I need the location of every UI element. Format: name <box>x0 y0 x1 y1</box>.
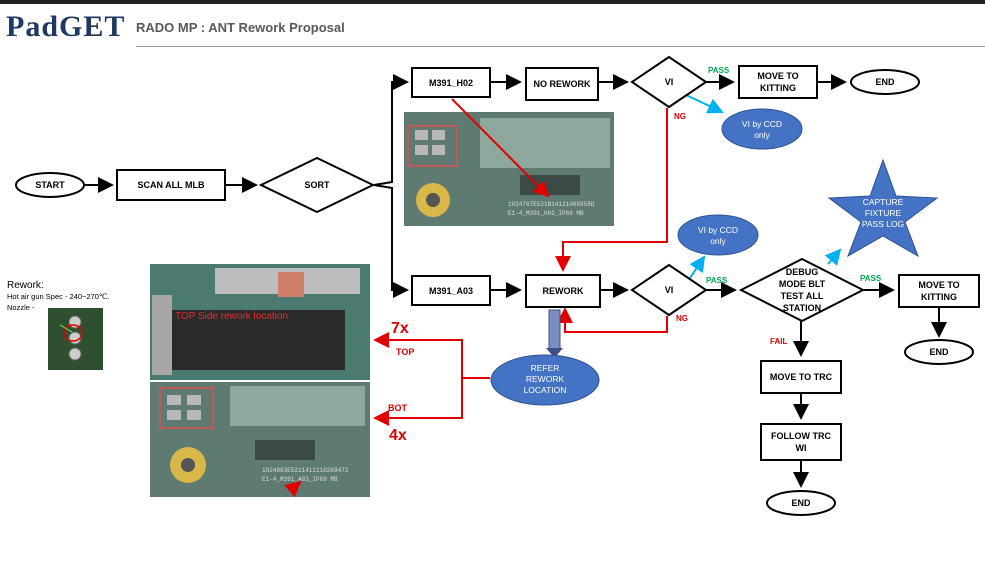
vi-ccd1-line1: VI by CCD <box>742 119 782 129</box>
bot-model: E1-4_M391_A03_IP69 MB <box>262 476 338 483</box>
a03-label: M391_A03 <box>429 286 473 296</box>
pass-label-1: PASS <box>708 66 730 75</box>
vi2-label: VI <box>665 285 674 295</box>
top-label: TOP <box>396 347 414 357</box>
a03-box: M391_A03 <box>411 275 491 306</box>
rework-note: Rework: Hot air gun Spec - 240~270℃. Noz… <box>7 280 152 313</box>
bot-board-photo: 1024983E5211411110269472 E1-4_M391_A03_I… <box>150 382 370 497</box>
end1-label: END <box>875 77 895 87</box>
top-overlay-text: TOP Side rework location <box>175 311 288 322</box>
h02-serial: 1024767E521B14121008958D <box>508 201 595 208</box>
refer-down-arrow <box>546 309 563 358</box>
refer-line1: REFER <box>531 363 560 373</box>
scan-all-mlb-box: SCAN ALL MLB <box>116 169 226 201</box>
nozzle-photo <box>48 308 103 370</box>
capture-fixture-star: CAPTURE FIXTURE PASS LOG <box>827 158 939 258</box>
follow-trc-line1: FOLLOW TRC <box>771 431 831 441</box>
h02-board-photo: 1024767E521B14121008958D E1-4_M391_H02_I… <box>404 112 614 226</box>
scan-label: SCAN ALL MLB <box>138 180 205 190</box>
move-to-kitting-box-2: MOVE TO KITTING <box>898 274 980 308</box>
vi-ccd2-line2: only <box>710 236 726 246</box>
end-terminal-1: END <box>850 69 920 95</box>
refer-line3: LOCATION <box>524 385 567 395</box>
vi-ccd-note-1: VI by CCD only <box>721 108 803 150</box>
title-divider <box>136 46 985 47</box>
end3-label: END <box>791 498 811 508</box>
connectors <box>85 74 947 488</box>
kitting2-line2: KITTING <box>921 292 957 302</box>
follow-trc-box: FOLLOW TRC WI <box>760 423 842 461</box>
start-label: START <box>35 180 65 190</box>
capture-line1: CAPTURE <box>863 197 904 207</box>
rework-note-heading: Rework: <box>7 280 44 291</box>
end-terminal-3: END <box>766 490 836 516</box>
page-title: RADO MP : ANT Rework Proposal <box>136 20 345 35</box>
capture-line2: FIXTURE <box>865 208 902 218</box>
h02-label: M391_H02 <box>429 78 473 88</box>
debug-line2: MODE BLT <box>779 279 826 289</box>
debug-line1: DEBUG <box>786 267 819 277</box>
ng-label-2: NG <box>676 314 688 323</box>
kitting2-line1: MOVE TO <box>918 280 959 290</box>
bot-label: BOT <box>388 403 408 413</box>
start-terminal: START <box>15 172 85 198</box>
top-count: 7x <box>391 320 409 337</box>
move-trc-label: MOVE TO TRC <box>770 372 833 382</box>
vi-ccd2-line1: VI by CCD <box>698 225 738 235</box>
rework-note-spec: Hot air gun Spec - 240~270℃. <box>7 292 110 301</box>
debug-decision: DEBUG MODE BLT TEST ALL STATION <box>738 257 866 323</box>
rework-label: REWORK <box>543 286 584 296</box>
vi1-label: VI <box>665 77 674 87</box>
bot-count: 4x <box>389 427 407 444</box>
sort-decision: SORT <box>258 156 376 214</box>
debug-line3: TEST ALL <box>781 291 824 301</box>
no-rework-box: NO REWORK <box>525 67 599 101</box>
vi-decision-1: VI <box>630 55 708 109</box>
refer-rework-location-note: REFER REWORK LOCATION <box>490 354 600 406</box>
h02-model: E1-4_M391_H02_IP69 MB <box>508 210 584 217</box>
fail-label: FAIL <box>770 337 787 346</box>
move-to-kitting-box-1: MOVE TO KITTING <box>738 65 818 99</box>
cyan-connectors <box>683 93 842 279</box>
top-bar <box>0 0 985 4</box>
pass-label-2: PASS <box>706 276 728 285</box>
h02-box: M391_H02 <box>411 67 491 98</box>
company-logo: PadGET <box>6 10 126 43</box>
bot-serial: 1024983E5211411110269472 <box>262 467 349 474</box>
rework-box: REWORK <box>525 274 601 308</box>
move-to-trc-box: MOVE TO TRC <box>760 360 842 394</box>
vi-ccd-note-2: VI by CCD only <box>677 214 759 256</box>
capture-line3: PASS LOG <box>862 219 904 229</box>
kitting1-line2: KITTING <box>760 83 796 93</box>
vi-ccd1-line2: only <box>754 130 770 140</box>
ng-label-1: NG <box>674 112 686 121</box>
end-terminal-2: END <box>904 339 974 365</box>
sort-label: SORT <box>304 180 330 190</box>
debug-line4: STATION <box>783 303 821 313</box>
top-board-photo: TOP Side rework location <box>150 264 370 380</box>
follow-trc-line2: WI <box>796 443 807 453</box>
refer-line2: REWORK <box>526 374 565 384</box>
kitting1-line1: MOVE TO <box>757 71 798 81</box>
vi-decision-2: VI <box>630 263 708 317</box>
rework-note-nozzle: Nozzle - <box>7 303 35 312</box>
no-rework-label: NO REWORK <box>534 79 591 89</box>
end2-label: END <box>929 347 949 357</box>
pass-label-3: PASS <box>860 274 882 283</box>
red-connectors <box>284 98 668 498</box>
